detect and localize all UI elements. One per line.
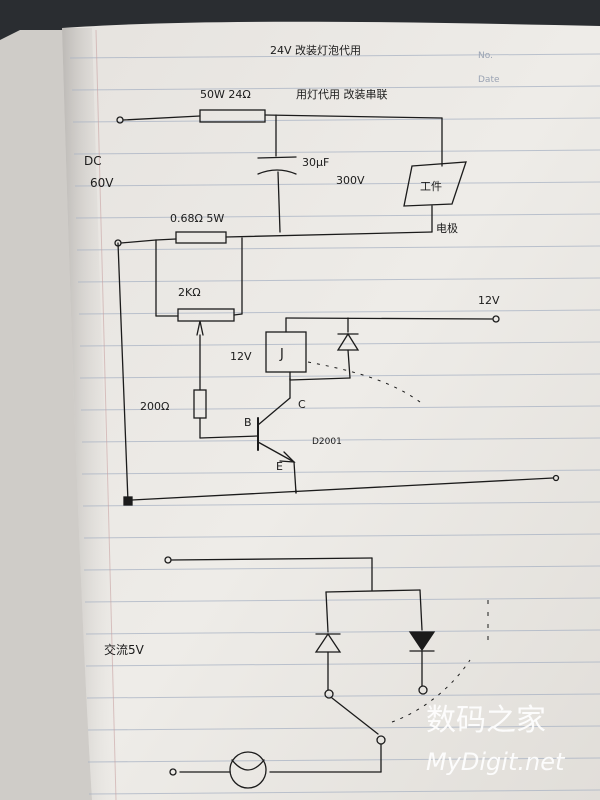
electrode-label: 电极 — [436, 221, 458, 235]
transistor-model-label: D2001 — [312, 437, 342, 447]
page-title: 24V 改装灯泡代用 — [270, 43, 361, 57]
notebook-page — [62, 21, 600, 800]
switch-contact-left — [324, 689, 334, 699]
transistor-emitter — [257, 441, 295, 463]
capacitor-plate-top — [257, 156, 297, 159]
supply-12v-terminal — [492, 315, 500, 323]
switch-arm — [331, 697, 379, 735]
motor-symbol — [229, 751, 267, 789]
relay-voltage-label: 12V — [230, 350, 252, 363]
potentiometer-wiper — [196, 320, 204, 336]
capacitor-voltage-label: 300V — [336, 174, 365, 187]
right-diode-triangle — [408, 631, 436, 652]
motor-inner-arc — [231, 759, 265, 771]
transistor-c-label: C — [298, 398, 306, 411]
transistor-e-label: E — [276, 460, 283, 473]
margin-line — [95, 29, 117, 800]
switch-link-dashed — [391, 659, 471, 723]
ac-label: 交流5V — [104, 642, 145, 657]
transistor-collector — [257, 397, 291, 426]
top-circuit — [114, 109, 560, 506]
base-resistor-label: 200Ω — [140, 400, 169, 413]
date-label: Date — [478, 75, 500, 85]
no-label: No. — [478, 51, 493, 61]
relay-j-label: J — [279, 347, 284, 362]
watermark-en: MyDigit.net — [426, 748, 566, 776]
ruled-lines — [69, 53, 600, 795]
resistor-top-label: 50W 24Ω — [200, 88, 251, 101]
watermark-cn: 数码之家 — [426, 703, 546, 738]
dc-voltage-label: 60V — [90, 176, 114, 190]
ac-terminal-bottom — [169, 768, 177, 776]
workpiece-shape — [403, 161, 467, 207]
dc-label: DC — [84, 154, 102, 168]
watermark: 数码之家 MyDigit.net — [426, 703, 566, 776]
potentiometer-label: 2KΩ — [178, 286, 201, 299]
capacitor-plate-bottom — [257, 169, 297, 175]
resistor-sense-label: 0.68Ω 5W — [170, 212, 224, 225]
capacitor-label: 30μF — [302, 156, 329, 169]
bottom-circuit — [164, 556, 436, 789]
ground-node — [123, 496, 133, 506]
resistor-50w-24ohm — [199, 109, 266, 123]
supply-12v-label: 12V — [478, 294, 500, 307]
transistor-b-label: B — [244, 416, 252, 429]
circuit-note: 用灯代用 改装串联 — [296, 87, 388, 101]
page-gutter-shadow — [62, 28, 120, 800]
switch-contact-right — [418, 685, 428, 695]
workpiece-label: 工件 — [420, 180, 442, 193]
